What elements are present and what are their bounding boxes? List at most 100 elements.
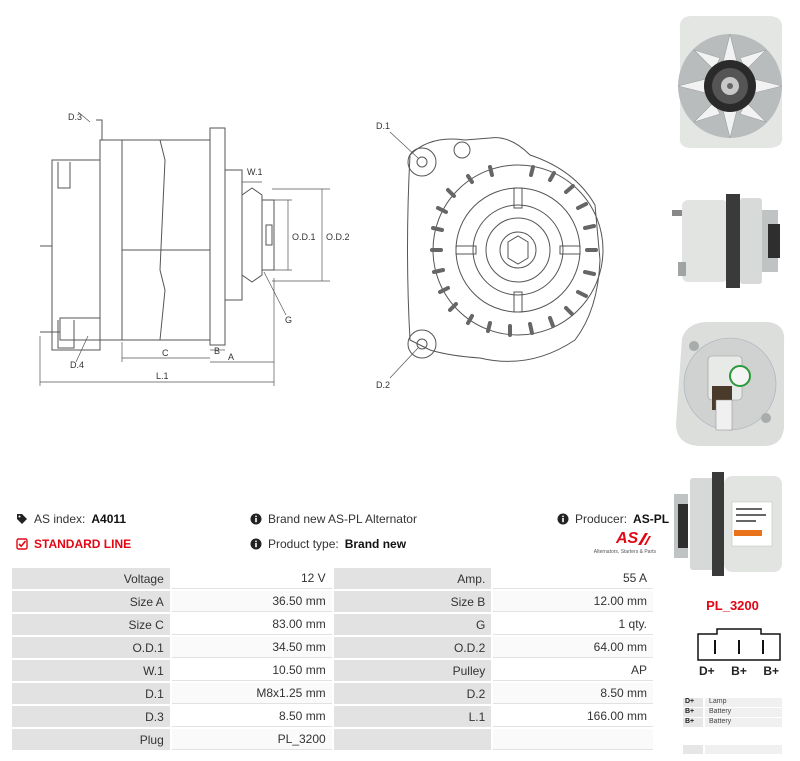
spec-key: Size A (12, 591, 170, 612)
spec-value: M8x1.25 mm (171, 683, 332, 704)
as-index-label: AS index: (34, 512, 86, 526)
label-a: A (228, 352, 234, 362)
spec-value: 36.50 mm (171, 591, 332, 612)
pin-label: D+ (699, 664, 715, 678)
plug-legend: D+Lamp B+Battery B+Battery (683, 698, 782, 755)
spec-key: L.1 (333, 706, 492, 727)
as-pl-logo: AS Alternators, Starters & Parts (592, 530, 656, 558)
spec-key: D.3 (12, 706, 170, 727)
legend-desc: Battery (705, 708, 782, 717)
spec-key: Amp. (333, 568, 492, 589)
product-type-value: Brand new (344, 537, 407, 551)
producer-row: Producer: AS-PL (557, 512, 669, 526)
plug-diagram (697, 628, 781, 661)
legend-pin: D+ (683, 698, 703, 707)
spec-value: 1 qty. (493, 614, 653, 635)
product-type-label: Product type: (268, 537, 339, 551)
spec-value: PL_3200 (171, 729, 332, 750)
spec-key: Plug (12, 729, 170, 750)
label-d2: D.2 (376, 380, 390, 390)
label-b: B (214, 346, 220, 356)
spec-key: Pulley (333, 660, 492, 681)
producer-label: Producer: (575, 512, 628, 526)
spec-value: 8.50 mm (171, 706, 332, 727)
spec-value: 12.00 mm (493, 591, 653, 612)
legend-desc (705, 745, 782, 754)
label-d3: D.3 (68, 112, 82, 122)
spec-key: Size B (333, 591, 492, 612)
spec-value: 8.50 mm (493, 683, 653, 704)
product-type-row: Product type: Brand new (250, 537, 406, 551)
spec-key: D.1 (12, 683, 170, 704)
producer-value: AS-PL (633, 512, 670, 526)
spec-key: O.D.2 (333, 637, 492, 658)
spec-key: Size C (12, 614, 170, 635)
legend-desc: Lamp (705, 698, 782, 707)
spec-key: Voltage (12, 568, 170, 589)
tags-icon (17, 514, 27, 524)
photo-side-view (672, 194, 780, 288)
spec-value: 64.00 mm (493, 637, 653, 658)
spec-key: D.2 (333, 683, 492, 704)
info-icon (557, 513, 569, 525)
spec-value: 55 A (493, 568, 653, 589)
description-row: Brand new AS-PL Alternator (250, 512, 417, 526)
list-item: D+Lamp (683, 698, 782, 707)
spec-value: 34.50 mm (171, 637, 332, 658)
legend-pin: B+ (683, 718, 703, 727)
as-index-row: AS index: A4011 (16, 512, 126, 526)
logo-text: AS (616, 530, 639, 547)
info-icon (250, 538, 262, 550)
spec-value: 10.50 mm (171, 660, 332, 681)
logo-tagline: Alternators, Starters & Parts (593, 549, 656, 555)
standard-line-text: STANDARD LINE (34, 537, 132, 551)
spec-key: O.D.1 (12, 637, 170, 658)
logo-mark-icon (638, 533, 651, 545)
spec-value (493, 729, 653, 750)
info-icon (250, 513, 262, 525)
photo-front-view (677, 16, 783, 148)
list-item: B+Battery (683, 708, 782, 717)
side-view-drawing: D.3 D.4 W.1 O.D.1 O.D.2 G C B A L.1 (39, 111, 350, 386)
label-od2: O.D.2 (326, 232, 350, 242)
label-d4: D.4 (70, 360, 84, 370)
label-d1: D.1 (376, 121, 390, 131)
as-index-value: A4011 (91, 512, 127, 526)
spec-value: 12 V (171, 568, 332, 589)
pin-label: B+ (763, 664, 779, 678)
list-item: B+Battery (683, 718, 782, 727)
front-view-drawing: D.1 D.2 (376, 121, 604, 390)
list-item (683, 745, 782, 754)
legend-pin (683, 745, 703, 754)
legend-desc: Battery (705, 718, 782, 727)
standard-line-row: STANDARD LINE (16, 537, 131, 551)
plug-pins: D+ B+ B+ (699, 664, 779, 678)
label-c: C (162, 348, 169, 358)
spec-value: 83.00 mm (171, 614, 332, 635)
checkbox-checked-icon (16, 538, 28, 550)
description-text: Brand new AS-PL Alternator (268, 512, 417, 526)
spec-value: AP (493, 660, 653, 681)
label-l1: L.1 (156, 371, 169, 381)
label-w1: W.1 (247, 167, 263, 177)
pin-label: B+ (731, 664, 747, 678)
photo-label-view (674, 472, 782, 576)
spec-key: G (333, 614, 492, 635)
spec-key: W.1 (12, 660, 170, 681)
photo-rear-view (676, 322, 785, 446)
label-od1: O.D.1 (292, 232, 316, 242)
legend-pin: B+ (683, 708, 703, 717)
spec-key (333, 729, 492, 750)
label-g: G (285, 315, 292, 325)
plug-title: PL_3200 (706, 598, 759, 613)
spec-value: 166.00 mm (493, 706, 653, 727)
